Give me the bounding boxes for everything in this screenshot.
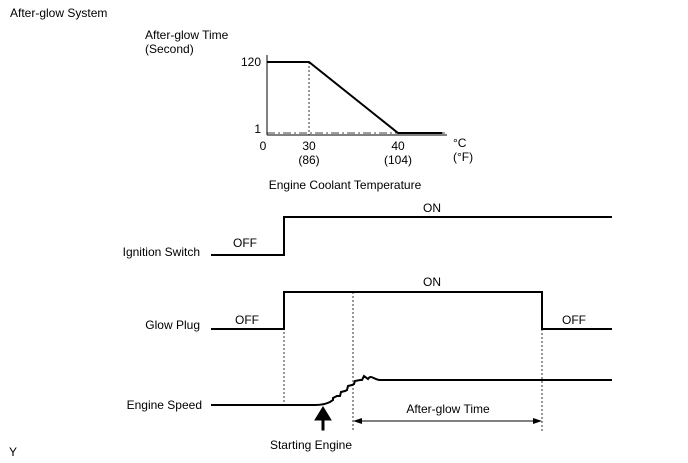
x-tick-30-f: (86) xyxy=(298,153,319,167)
x-unit-fahrenheit: (°F) xyxy=(453,150,473,164)
timing-diagram: Ignition Switch OFF ON Glow Plug OFF ON … xyxy=(123,201,612,452)
glow-plug-off-text-before: OFF xyxy=(235,313,259,327)
ignition-switch-on-text: ON xyxy=(423,201,441,215)
engine-speed-label: Engine Speed xyxy=(127,398,202,412)
afterglow-time-arrow-left-icon xyxy=(353,418,362,424)
y-tick-1: 1 xyxy=(254,122,261,136)
glow-plug-off-text-after: OFF xyxy=(562,313,586,327)
glow-plug-on-text: ON xyxy=(423,275,441,289)
glow-plug-signal xyxy=(211,291,612,330)
x-tick-0: 0 xyxy=(260,139,267,153)
ignition-switch-off-text: OFF xyxy=(233,236,257,250)
x-tick-30: 30 xyxy=(302,139,316,153)
afterglow-time-label: After-glow Time xyxy=(406,402,490,416)
y-tick-120: 120 xyxy=(241,55,261,69)
afterglow-curve xyxy=(267,61,443,134)
x-unit-celsius: °C xyxy=(453,136,467,150)
x-tick-40: 40 xyxy=(391,139,405,153)
ignition-switch-signal xyxy=(211,216,612,256)
diagram-title: After-glow System xyxy=(10,6,107,20)
engine-speed-signal xyxy=(211,374,612,406)
y-axis-label-line2: (Second) xyxy=(145,42,194,56)
y-axis-label-line1: After-glow Time xyxy=(145,28,229,42)
x-axis-label: Engine Coolant Temperature xyxy=(269,178,422,192)
x-tick-40-f: (104) xyxy=(384,153,412,167)
starting-engine-arrow-icon xyxy=(314,406,332,431)
afterglow-time-arrow-right-icon xyxy=(533,418,542,424)
glow-plug-label: Glow Plug xyxy=(145,318,200,332)
afterglow-time-chart: After-glow Time (Second) 120 1 0 30 (86)… xyxy=(145,28,473,192)
corner-mark: Y xyxy=(9,445,17,459)
ignition-switch-label: Ignition Switch xyxy=(123,245,200,259)
starting-engine-label: Starting Engine xyxy=(270,438,352,452)
